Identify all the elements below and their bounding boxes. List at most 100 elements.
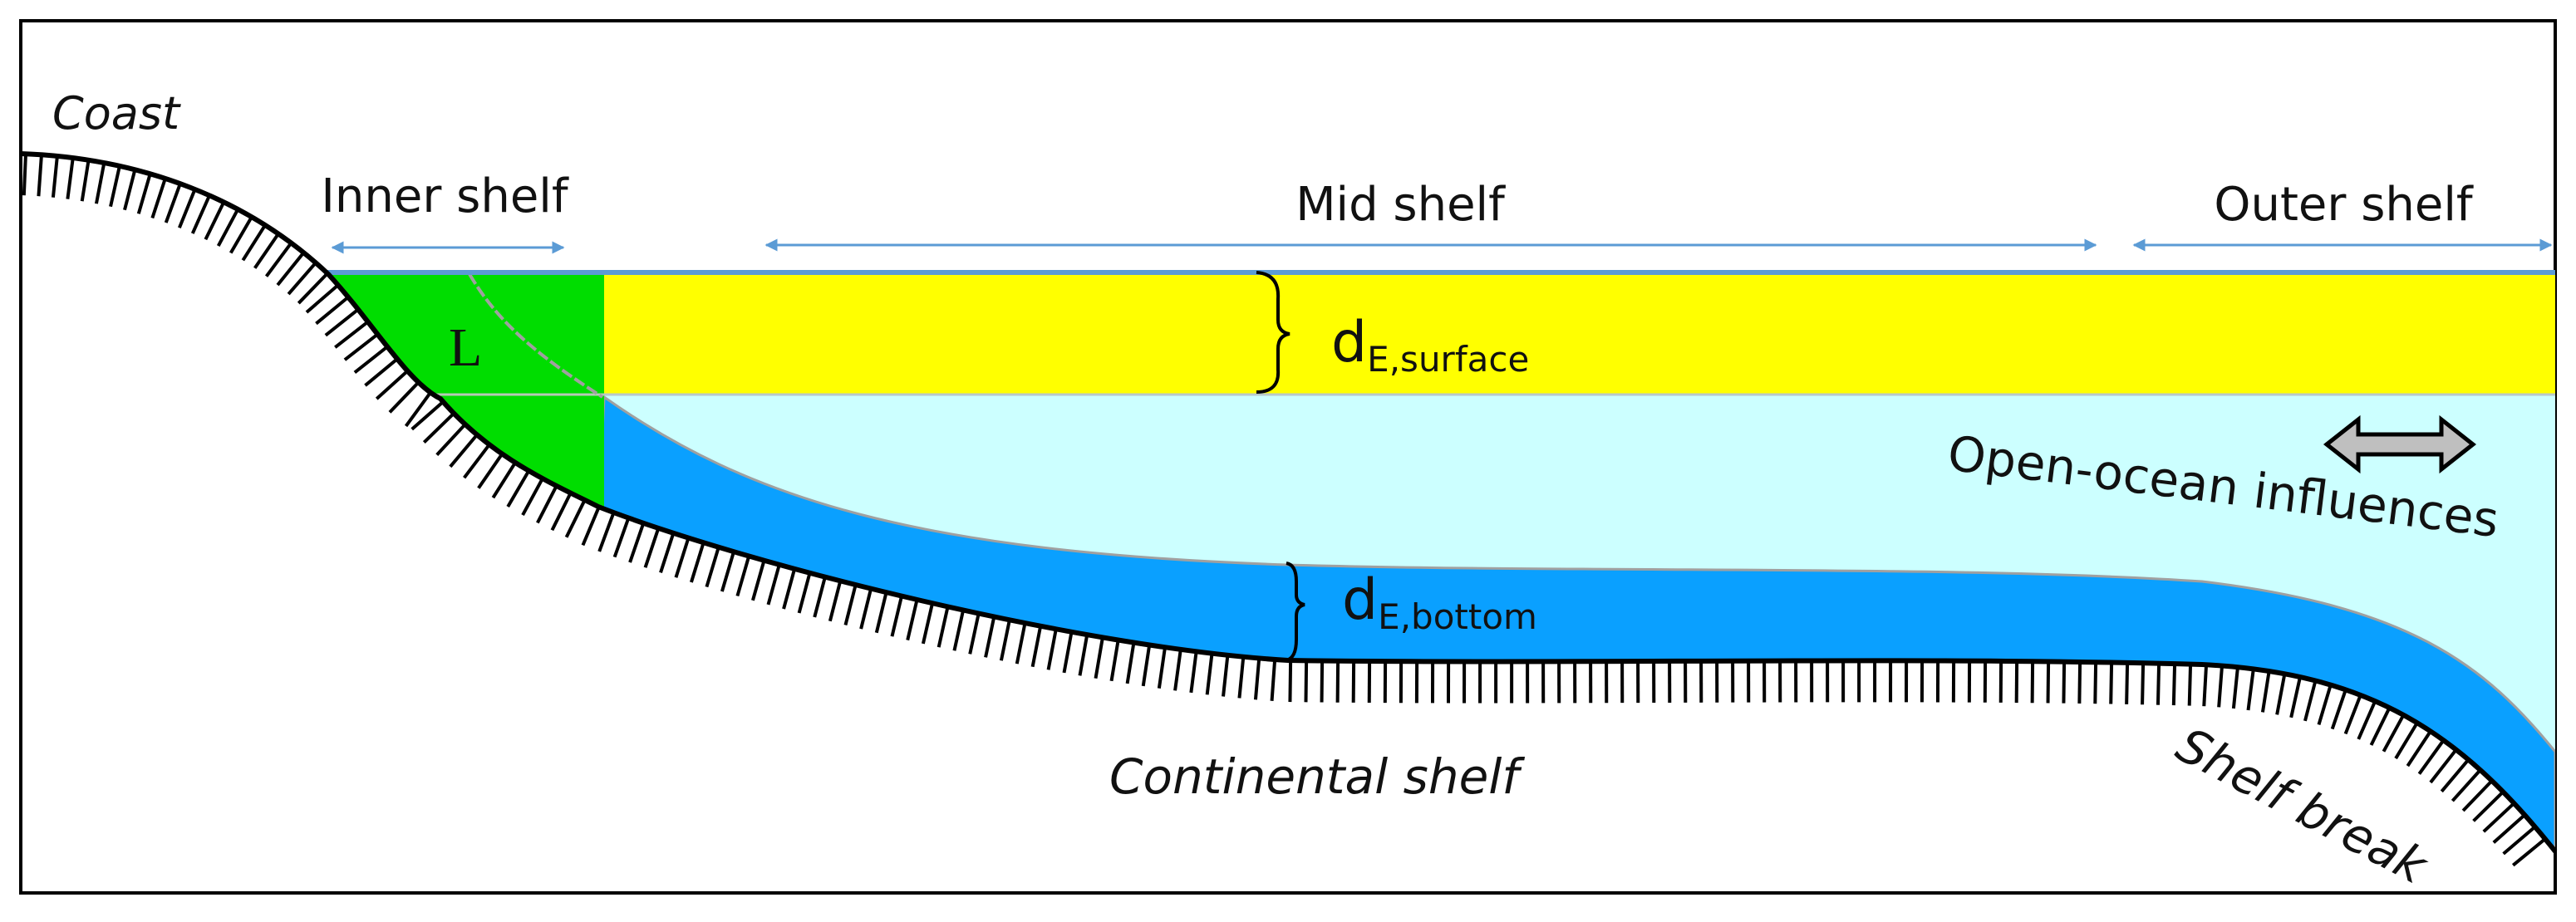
surface-depth-symbol: d	[1331, 310, 1367, 375]
seafloor-hatch	[324, 307, 360, 337]
seafloor-hatch	[659, 532, 676, 573]
bottom-depth-label: dE,bottom	[1342, 567, 1537, 637]
seafloor-hatch	[1062, 631, 1074, 674]
seafloor-hatch	[94, 162, 106, 204]
seafloor-hatch	[2330, 689, 2347, 730]
seafloor-hatch	[2246, 669, 2255, 711]
seafloor-hatch	[999, 619, 1011, 661]
seafloor-hatch	[164, 183, 182, 223]
seafloor-hatch	[628, 522, 646, 563]
seafloor-hatch	[2511, 837, 2547, 867]
seafloor-hatch	[264, 242, 293, 277]
seafloor-hatch	[375, 370, 409, 400]
seafloor-hatch	[874, 591, 888, 634]
seafloor-hatch	[720, 551, 735, 592]
seafloor-hatch	[2202, 665, 2209, 707]
seafloor-hatching	[22, 154, 2547, 867]
seafloor-hatch	[521, 478, 544, 516]
layer-l-label: L	[449, 317, 482, 378]
seafloor-hatch	[735, 555, 751, 597]
water-body	[328, 274, 2555, 851]
seafloor-hatch	[353, 345, 389, 375]
open-ocean-double-arrow-icon	[2323, 414, 2477, 474]
seafloor-hatch	[216, 208, 239, 248]
seafloor-hatch	[422, 412, 455, 444]
seafloor-hatch	[1237, 656, 1246, 699]
seafloor-hatch	[123, 169, 137, 211]
zone-arrows	[331, 238, 2553, 254]
continental-shelf-label: Continental shelf	[1109, 748, 1525, 805]
seafloor-hatch	[2394, 722, 2419, 760]
inner-zone-curve	[468, 274, 604, 399]
seafloor-hatch	[843, 584, 858, 625]
seafloor-hatch	[315, 296, 350, 326]
seafloor-hatch	[921, 602, 935, 645]
seafloor-hatch	[643, 527, 661, 568]
seafloor-hatch	[2406, 730, 2432, 768]
seafloor-hatch	[1270, 659, 1277, 701]
seafloor-hatch	[404, 391, 432, 428]
bottom-depth-subscript: E,bottom	[1378, 596, 1537, 637]
seafloor-hatch	[968, 613, 981, 655]
seafloor-hatch	[1046, 628, 1058, 670]
seafloor-hatch	[51, 155, 59, 198]
seafloor-hatch	[2156, 663, 2161, 705]
seafloor-hatch	[1222, 655, 1230, 697]
seafloor-hatch	[2482, 802, 2515, 833]
seafloor-hatch	[435, 423, 467, 456]
seafloor-hatch	[241, 223, 267, 262]
seafloor-hatch	[2451, 768, 2482, 802]
seafloor-hatch	[2275, 673, 2287, 715]
seafloor-hatch	[751, 560, 766, 601]
shelf-break-label: Shelf break	[2167, 716, 2437, 895]
seafloor-hatch	[2231, 667, 2239, 709]
seafloor-hatch	[612, 517, 631, 558]
seafloor-hatch	[2303, 679, 2318, 722]
seafloor-hatch	[890, 596, 903, 637]
seafloor-hatch	[2125, 662, 2130, 704]
seafloor-hatch	[491, 461, 517, 499]
seafloor-hatch	[1157, 646, 1167, 689]
surface-layer	[604, 274, 2555, 395]
surface-depth-subscript: E,surface	[1367, 339, 1529, 380]
seafloor-hatch	[984, 616, 996, 658]
seafloor-hatch	[388, 380, 420, 414]
seafloor-hatch	[2141, 663, 2146, 705]
seafloor-hatch	[2492, 813, 2526, 844]
seafloor-hatch	[253, 233, 280, 269]
seafloor-hatch	[22, 154, 27, 196]
seafloor-hatch	[2417, 738, 2446, 775]
seafloor-hatch	[1253, 658, 1261, 700]
seafloor-hatch	[564, 499, 587, 538]
seafloor-hatch	[343, 332, 379, 361]
seafloor-hatch	[689, 542, 705, 583]
seafloor-hatch	[334, 320, 369, 349]
seafloor-hatch	[952, 610, 966, 651]
seafloor-hatch	[2062, 661, 2067, 704]
seafloor-hatch	[287, 262, 317, 296]
seafloor-hatch	[2382, 714, 2406, 753]
seafloor-hatch	[449, 434, 479, 468]
seafloor-hatch	[2046, 661, 2051, 704]
seafloor-hatch	[581, 506, 601, 547]
seafloor-hatch	[536, 485, 558, 524]
seafloor-hatch	[859, 588, 873, 630]
open-water-region	[328, 274, 2555, 851]
seafloor-hatch	[136, 173, 152, 214]
outer-shelf-label: Outer shelf	[2214, 178, 2473, 232]
seafloor-hatch	[705, 547, 720, 588]
seafloor-hatch	[937, 606, 950, 648]
seafloor-hatch	[364, 357, 399, 387]
seafloor-hatch	[2502, 825, 2536, 856]
seafloor-hatch	[477, 453, 504, 489]
seafloor-hatch	[2461, 779, 2494, 812]
seafloor-hatch	[2260, 670, 2271, 713]
seafloor-hatch	[1109, 640, 1120, 682]
seafloor-hatch	[782, 568, 797, 610]
seafloor-hatch	[906, 599, 919, 641]
seafloor-hatch	[37, 154, 43, 197]
seafloor-hatch	[506, 469, 531, 508]
seafloor-hatch	[1094, 637, 1104, 679]
seafloor-hatch	[2317, 684, 2333, 726]
